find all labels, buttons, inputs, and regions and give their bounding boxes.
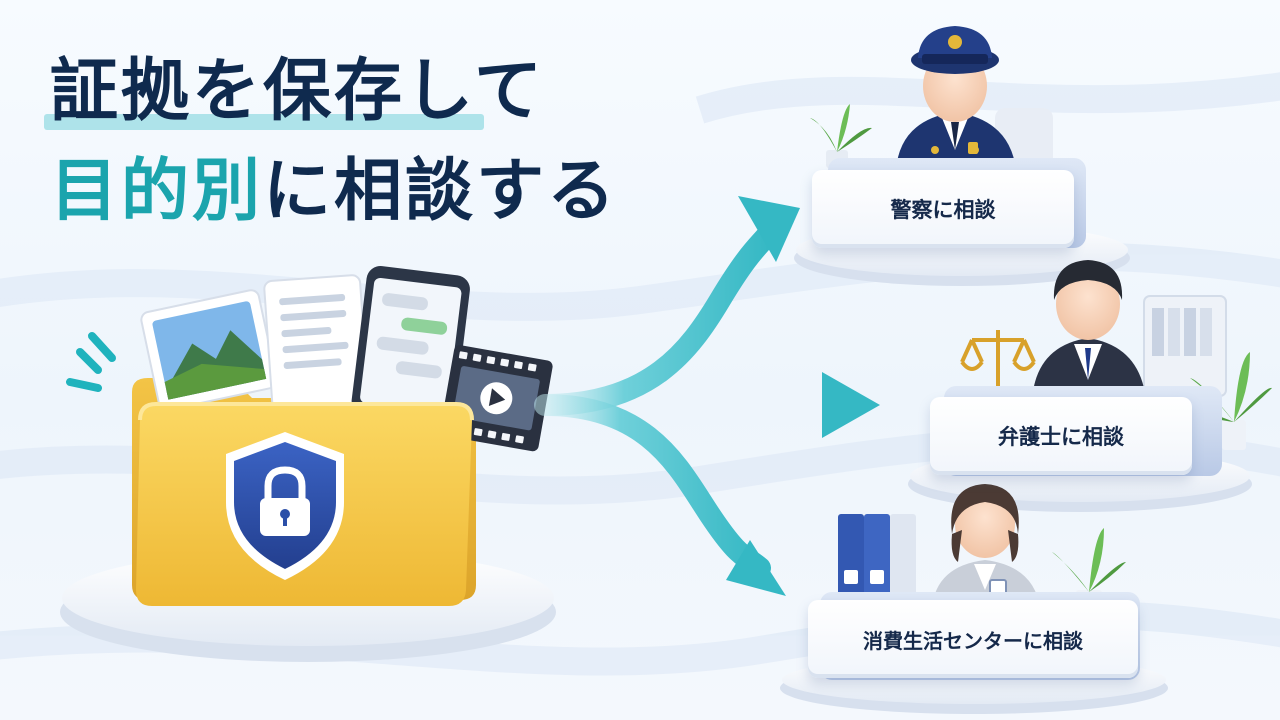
consumer-station xyxy=(780,484,1168,714)
scales-icon xyxy=(960,330,1036,396)
lawyer-icon xyxy=(1032,260,1146,400)
title-highlight xyxy=(44,114,484,130)
document-icon xyxy=(263,274,370,412)
sparkle-icon xyxy=(66,332,116,392)
title-line-1: 証拠を保存して xyxy=(50,52,545,131)
smartphone-icon xyxy=(351,265,470,425)
title-accent: 目的別 xyxy=(50,152,264,231)
binder-icon xyxy=(1143,295,1227,397)
lawyer-consult-label: 弁護士に相談 xyxy=(930,397,1192,475)
shield-lock-icon xyxy=(226,432,344,580)
arrow-heads xyxy=(726,196,880,596)
police-officer-icon xyxy=(896,26,1016,170)
plant-icon xyxy=(1190,352,1272,450)
title-rest: に相談する xyxy=(263,152,619,231)
binder-icon xyxy=(838,514,916,604)
consumer-center-consult-label: 消費生活センターに相談 xyxy=(808,600,1138,678)
title-line-2: 目的別に相談する xyxy=(50,158,618,226)
police-consult-label: 警察に相談 xyxy=(812,170,1074,248)
photo-icon xyxy=(140,289,278,412)
